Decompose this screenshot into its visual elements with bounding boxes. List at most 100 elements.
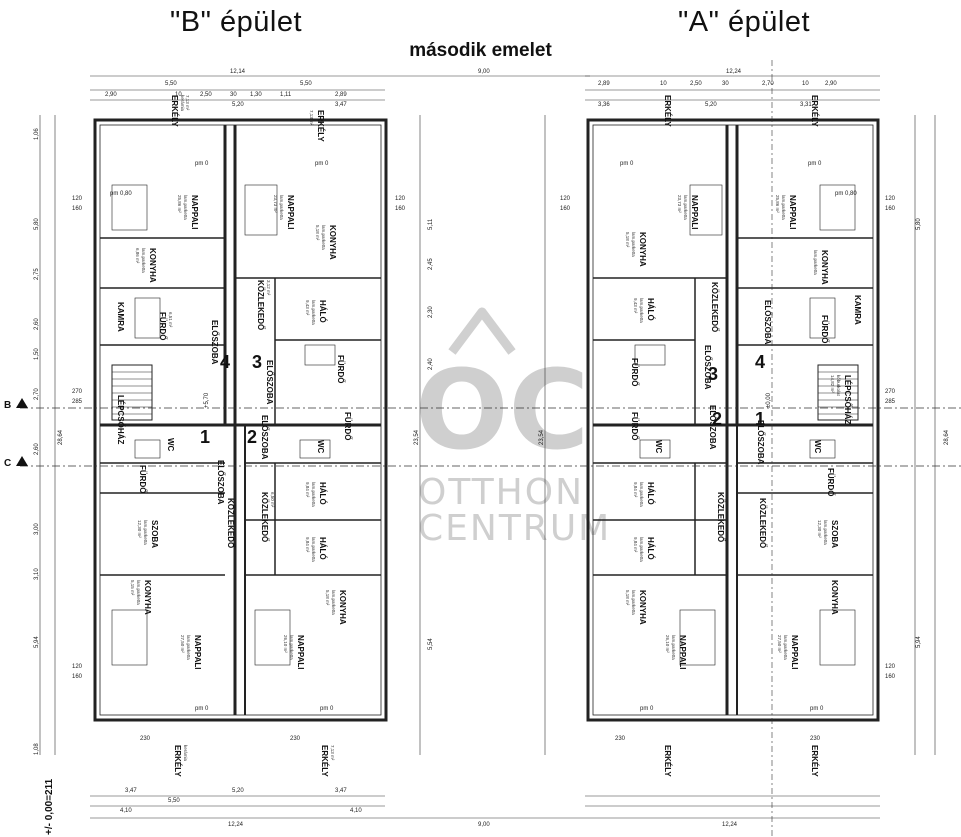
room-spec: lam.parketta [639,298,644,323]
wd-r1: 160 [395,206,406,212]
rooms-a: ERKÉLY ERKÉLY NAPPALI lam.parketta 23,73… [625,95,862,777]
room-name: KONYHA [638,232,647,267]
room-spec: lam.parketta [781,195,786,220]
wd-a10: 160 [885,674,896,680]
room-name: KÖZLEKEDŐ [256,280,265,330]
room-area: 9,84 m² [305,482,310,498]
dim-total-a: 12,24 [726,69,742,75]
door-b-bot-l: pm 0 [195,706,209,712]
room-name: NAPPALI [286,195,295,230]
dim-b-r3-1: 10 [175,92,182,98]
door-a-230b: 230 [810,736,821,742]
room-spec: lam.parketta [671,635,676,660]
side-l-15: 1,08 [34,743,40,755]
room-a-eloszoba-2: ELŐSZOBA [708,405,717,450]
room-b-kozlekedo-1: KÖZLEKEDŐ 3,12 m² [256,280,271,330]
side-l-2: 5,80 [34,218,40,230]
dim-b-r2-1: 5,50 [300,81,312,87]
dim-b-r3-3: 30 [230,92,237,98]
room-name: ELŐSZOBA [210,320,219,365]
room-b-furdo-3: FÜRDŐ [343,412,352,440]
room-name: KONYHA [830,580,839,615]
room-area: 26,10 m² [283,635,288,653]
apt-b-3: 3 [252,352,262,372]
room-spec: lam.parketta [631,232,636,257]
room-area: 6,51 m² [168,312,173,328]
side-dims: 1,06 5,80 2,75 2,60 1,50 2,70 2,60 3,00 … [34,128,950,755]
floor-title: második emelet [409,40,552,61]
room-a-wc-2: WC [813,440,822,454]
room-area: 25,86 m² [775,195,780,213]
room-name: FÜRDŐ [138,465,147,493]
wd-a0: 120 [560,196,571,202]
room-b-szoba: SZOBA lam.parketta 12,30 m² [137,520,159,548]
dim-bot-total-b: 12,24 [228,822,244,828]
door-b-230: 230 [140,736,151,742]
wd-a1: 160 [560,206,571,212]
wd-b9: 120 [72,664,83,670]
room-name: FÜRDŐ [630,358,639,386]
room-name: HÁLÓ [318,300,327,323]
apt-b-4: 4 [220,352,230,372]
room-spec: lam.parketta [813,250,818,275]
room-b-konyha-3: KONYHA lam.parketta 5,15 m² [130,580,152,615]
section-c-label: C [4,458,11,469]
door-a-top-r: pm 0 [808,161,822,167]
dim-bot2-1: 5,50 [168,798,180,804]
room-a-szoba: SZOBA lam.parketta 12,30 m² [817,520,839,548]
room-name: HÁLÓ [646,482,655,505]
wd-a6: 285 [885,399,896,405]
wd-a8: 160 [885,206,896,212]
room-spec: lam.parketta [279,195,284,220]
room-b-wc-1: WC [166,438,175,452]
room-b-kamra: KAMRA [116,302,125,332]
room-name: KONYHA [143,580,152,615]
room-area: 23,73 m² [677,195,682,213]
room-area: 3,12 m² [266,280,271,296]
section-b-label: B [4,400,11,411]
dim-bot-total-a: 12,24 [722,822,738,828]
room-name: KÖZLEKEDŐ [226,498,235,548]
dim-b-r4-0: 5,20 [232,102,244,108]
building-a-title: "A" épület [678,6,811,38]
room-b-nappali-4: NAPPALI lam.parketta 26,10 m² [283,635,305,670]
room-area: 6,86 m² [135,248,140,264]
room-b-erkely-top: ERKÉLY kerámia 7,13 m² [170,95,190,127]
room-spec: lam.parketta [143,520,148,545]
side-l-13: 5,94 [34,636,40,648]
room-a-erkely-bot: ERKÉLY [663,745,672,777]
wd-0: 120 [72,196,83,202]
level-mark-b: +5,70 [204,392,210,408]
room-spec: lam.parketta [186,635,191,660]
door-a-top-l: pm 0 [620,161,634,167]
side-l-11: 3,00 [34,523,40,535]
door-b-230b: 230 [290,736,301,742]
room-a-halo-1: HÁLÓ lam.parketta 9,43 m² [633,298,655,323]
room-area: 5,15 m² [130,580,135,596]
rooms-b: ERKÉLY kerámia 7,13 m² ERKÉLY 7,13 m² NA… [116,95,352,777]
building-b-title: "B" épület [170,6,303,38]
room-spec: kőburkolat [836,375,841,397]
room-a-furdo-3: FÜRDŐ [630,412,639,440]
room-name: NAPPALI [678,635,687,670]
side-l-5: 2,60 [34,318,40,330]
room-area: 23,73 m² [273,195,278,213]
inner-height-a: 23,54 [539,429,545,445]
room-a-erkely-bot2: ERKÉLY [810,745,819,777]
room-a-halo-2: HÁLÓ lam.parketta 9,84 m² [633,482,655,507]
room-a-eloszoba-1: ELŐSZOBA [756,420,765,465]
room-name: ELŐSZOBA [708,405,717,450]
door-a-bot-r: pm 0 [810,706,824,712]
room-spec: lam.parketta [639,482,644,507]
dim-bot2-2: 4,10 [350,808,362,814]
room-area: 5,18 m² [625,232,630,248]
room-b-erkely-top2: ERKÉLY 7,13 m² [309,110,325,142]
room-name: KÖZLEKEDŐ [716,492,725,542]
room-b-halo-2: HÁLÓ lam.parketta 9,84 m² [305,482,327,507]
room-name: ELŐSZOBA [756,420,765,465]
room-area: 5,18 m² [325,590,330,606]
building-a-walls [586,118,880,722]
room-area: 27,50 m² [180,635,185,653]
room-spec: lam.parketta [639,537,644,562]
